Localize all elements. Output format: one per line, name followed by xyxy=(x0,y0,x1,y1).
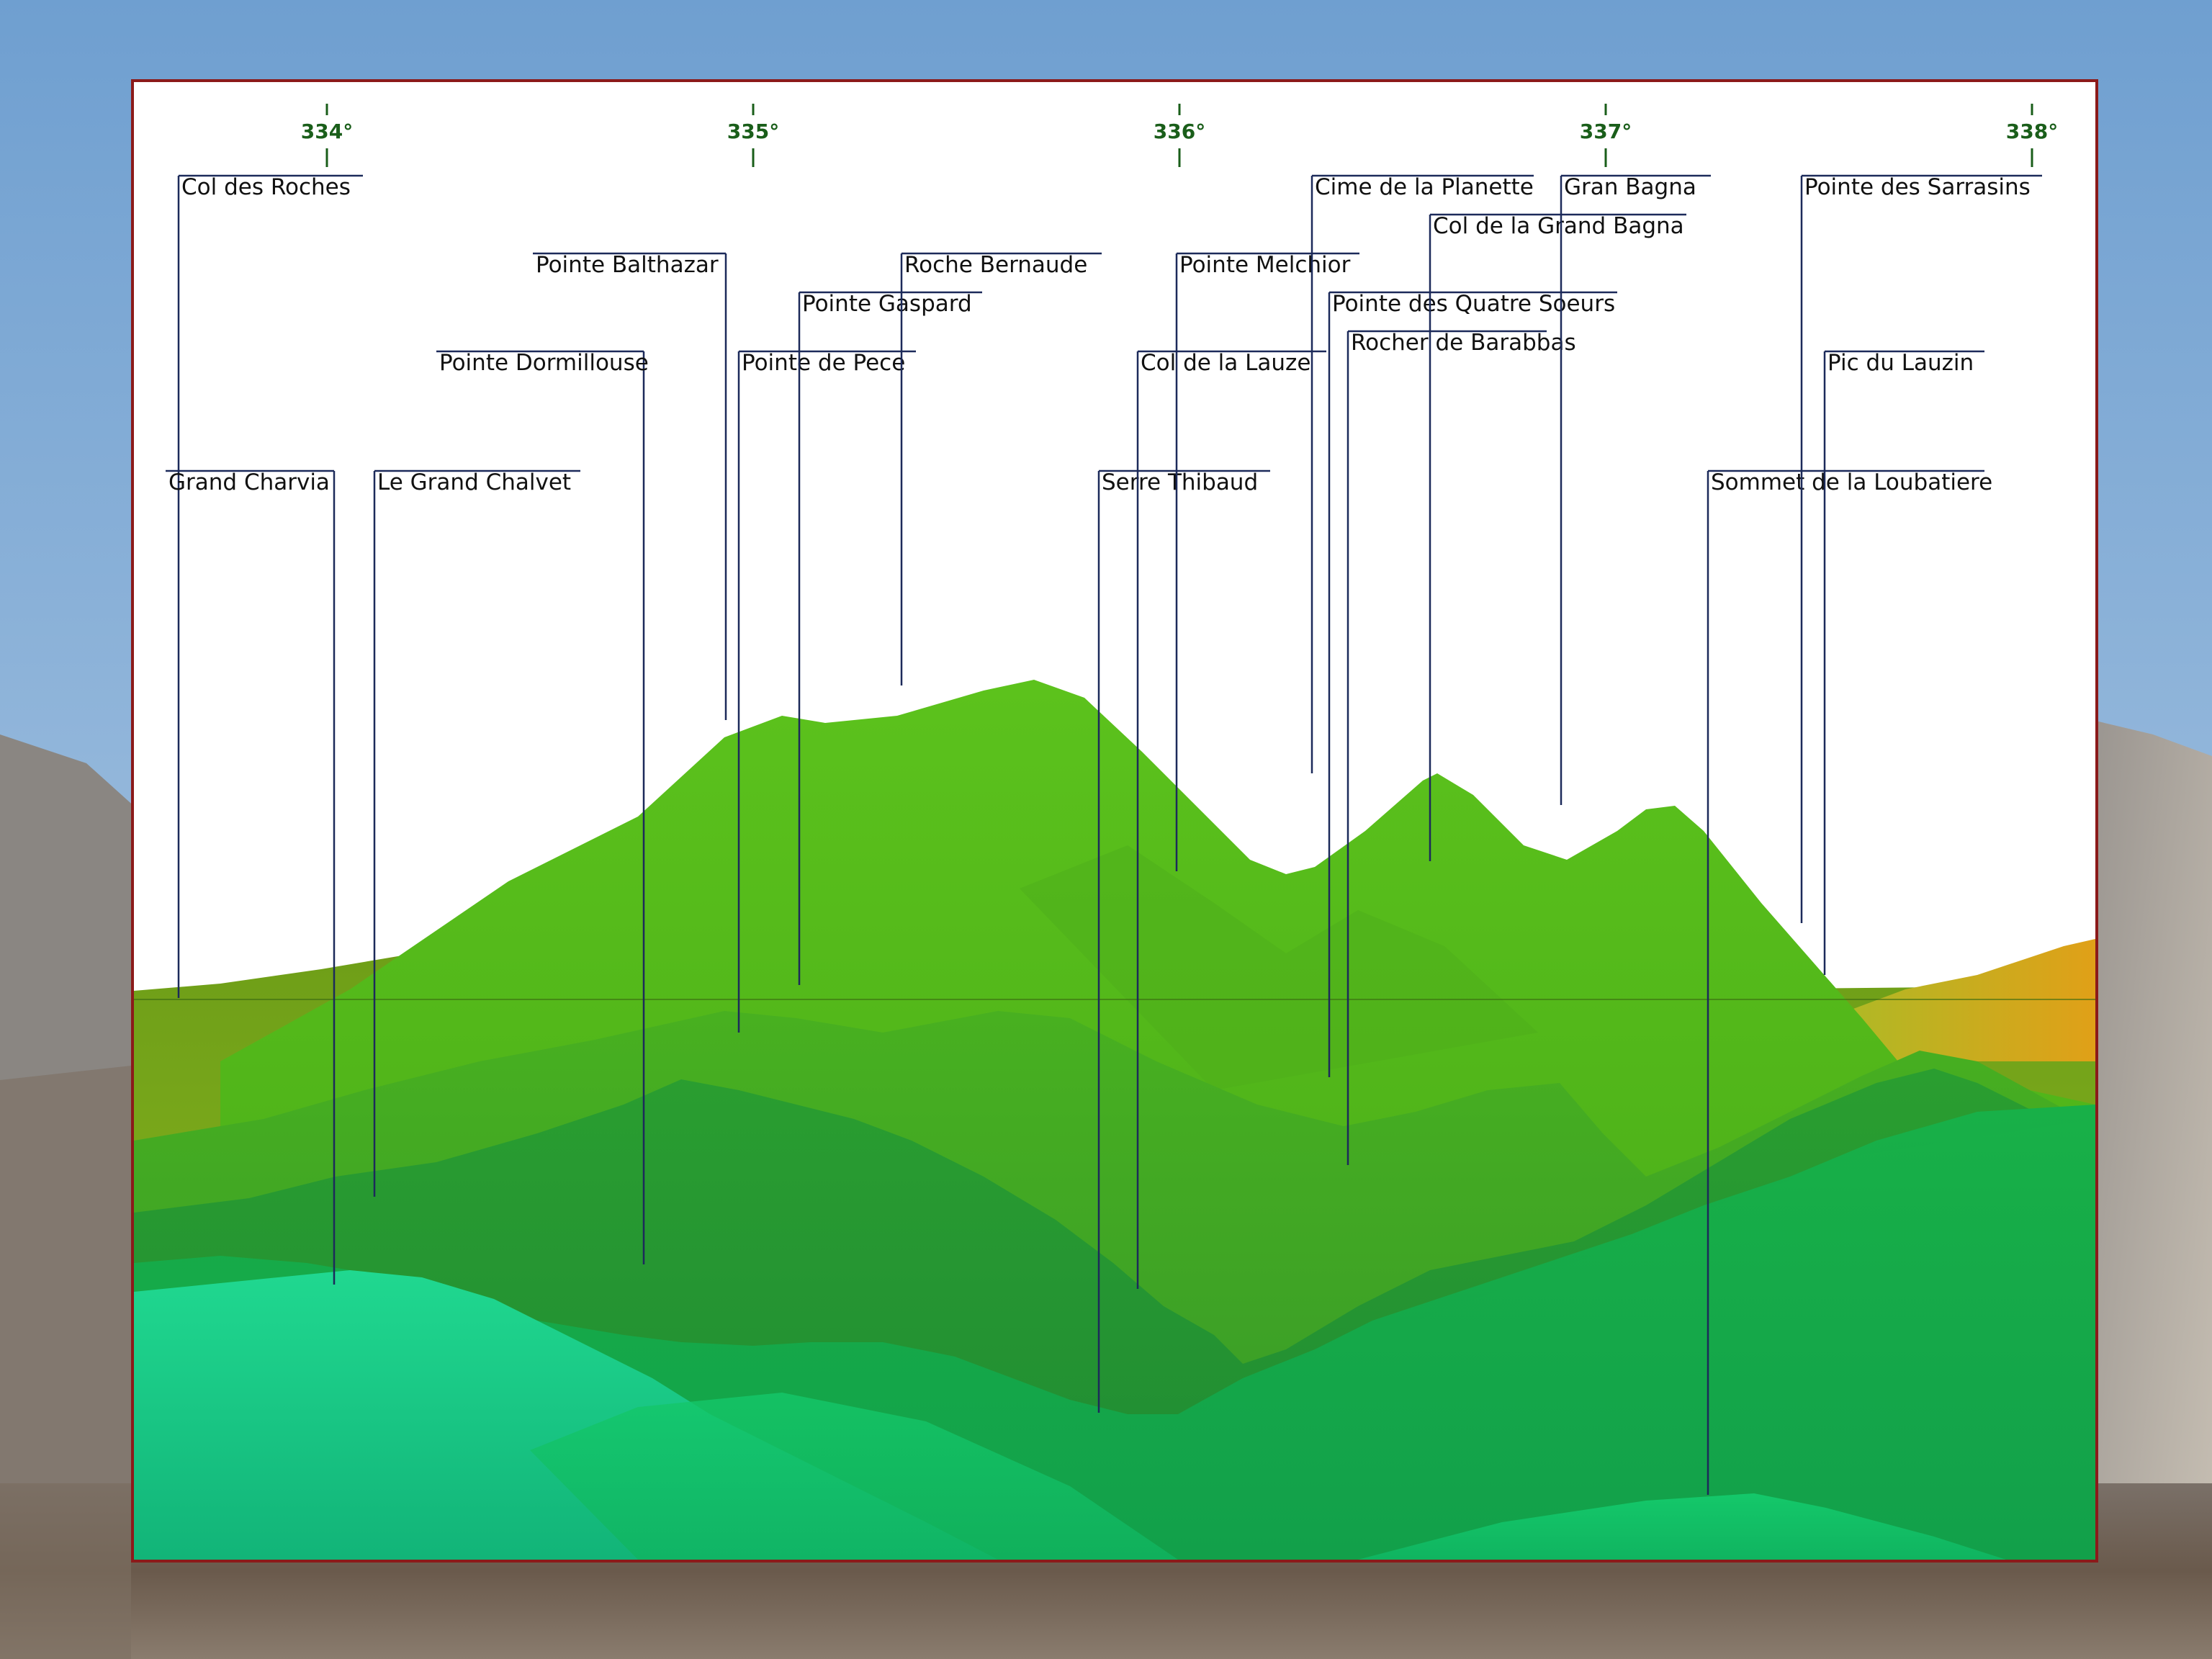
peak-label: Le Grand Chalvet xyxy=(373,469,580,1197)
peak-label: Pointe Gaspard xyxy=(798,291,982,985)
peak-name: Sommet de la Loubatiere xyxy=(1711,469,1992,495)
azimuth-tick: 338° xyxy=(2006,104,2058,167)
peak-name: Pointe de Pece xyxy=(742,350,905,376)
peak-name: Cime de la Planette xyxy=(1315,174,1534,200)
peak-name: Col de la Lauze xyxy=(1141,350,1310,376)
terrain-render: 334° 335° 336° 337° 338° Col des RochesGrand… xyxy=(134,104,2095,1560)
peak-label: Pointe Balthazar xyxy=(533,252,727,720)
peak-label: Pic du Lauzin xyxy=(1823,350,1984,975)
peak-name: Pointe des Sarrasins xyxy=(1804,174,2031,200)
azimuth-tick-label: 337° xyxy=(1580,120,1632,143)
peak-label: Roche Bernaude xyxy=(900,252,1102,685)
peak-label: Col de la Lauze xyxy=(1136,350,1326,1289)
peak-label: Grand Charvia xyxy=(166,469,336,1285)
peak-label: Sommet de la Loubatiere xyxy=(1707,469,1992,1495)
azimuth-tick-label: 335° xyxy=(727,120,779,143)
peak-label: Rocher de Barabbas xyxy=(1346,330,1576,1165)
peak-name: Pointe Gaspard xyxy=(802,291,972,317)
peak-name: Le Grand Chalvet xyxy=(377,469,571,495)
peak-label: Pointe des Quatre Soeurs xyxy=(1328,291,1617,1077)
peak-label: Serre Thibaud xyxy=(1097,469,1270,1413)
terrain-foreground xyxy=(134,1119,2095,1560)
azimuth-tick: 335° xyxy=(727,104,779,167)
peak-label: Col des Roches xyxy=(177,174,363,998)
peak-name: Col des Roches xyxy=(181,174,351,200)
azimuth-tick: 334° xyxy=(301,104,353,167)
peak-label: Pointe Melchior xyxy=(1175,252,1359,871)
peak-name: Pointe Balthazar xyxy=(536,252,719,278)
peak-label: Cime de la Planette xyxy=(1310,174,1534,773)
azimuth-scale: 334° 335° 336° 337° 338° xyxy=(301,104,2058,167)
peak-name: Pointe Melchior xyxy=(1179,252,1351,278)
azimuth-tick-label: 334° xyxy=(301,120,353,143)
azimuth-tick-label: 338° xyxy=(2006,120,2058,143)
peak-name: Col de la Grand Bagna xyxy=(1433,213,1684,239)
peak-label: Pointe de Pece xyxy=(737,350,916,1033)
azimuth-tick: 336° xyxy=(1154,104,1205,167)
peak-name: Gran Bagna xyxy=(1564,174,1696,200)
peak-name: Rocher de Barabbas xyxy=(1351,330,1576,356)
peak-name: Grand Charvia xyxy=(168,469,330,495)
peak-label: Pointe des Sarrasins xyxy=(1800,174,2042,923)
peak-label: Pointe Dormillouse xyxy=(436,350,649,1264)
peak-name: Pic du Lauzin xyxy=(1827,350,1974,376)
peak-name: Pointe Dormillouse xyxy=(439,350,649,376)
azimuth-tick: 337° xyxy=(1580,104,1632,167)
azimuth-tick-label: 336° xyxy=(1154,120,1205,143)
peak-label: Col de la Grand Bagna xyxy=(1429,213,1686,861)
peak-label: Gran Bagna xyxy=(1560,174,1711,805)
peak-name: Serre Thibaud xyxy=(1102,469,1258,495)
peak-name: Pointe des Quatre Soeurs xyxy=(1332,291,1615,317)
peak-name: Roche Bernaude xyxy=(904,252,1087,278)
